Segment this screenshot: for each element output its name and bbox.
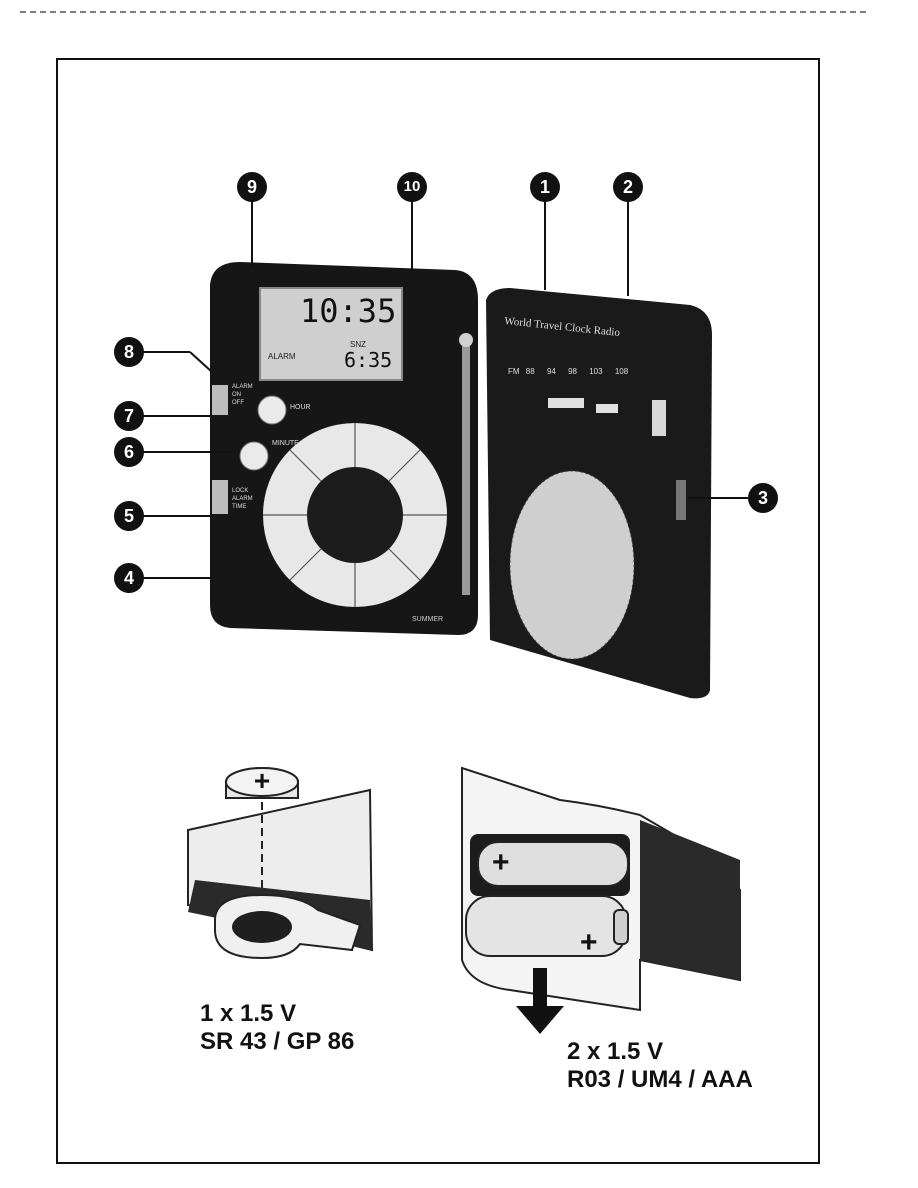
hour-button [257,395,287,425]
aaa-battery-diagram: + + [461,766,741,1034]
lcd-snz-label: SNZ [350,340,366,349]
alarm-switch [212,385,228,415]
lcd-display [259,287,403,381]
fm-scale: FM 88 94 98 103 108 [508,367,629,376]
volume-wheel [676,480,686,520]
clock-unit [210,262,478,635]
callout-3: 3 [748,483,778,513]
page-frame [56,58,820,1164]
hour-label: HOUR [290,404,311,411]
callout-2: 2 [613,172,643,202]
callout-9: 9 [237,172,267,202]
callout-6: 6 [114,437,144,467]
callout-leaders [142,200,748,579]
svg-text:+: + [492,846,510,879]
svg-text:+: + [580,926,598,959]
button-cell-caption: 1 x 1.5 V SR 43 / GP 86 [200,1000,355,1055]
speaker-grille [510,471,634,659]
summer-label: SUMMER [412,616,444,623]
minute-button [239,441,269,471]
minute-label: MINUTE [272,440,299,447]
callout-5: 5 [114,501,144,531]
antenna [462,340,470,595]
svg-text:+: + [254,765,270,796]
lock-switch [212,480,228,514]
radio-unit [486,288,712,699]
callout-4: 4 [114,563,144,593]
lcd-main-time: 10:35 [300,292,397,330]
lcd-alarm-time: 6:35 [344,348,393,372]
button-cell-diagram: + [187,765,374,960]
aaa-battery-caption: 2 x 1.5 V R03 / UM4 / AAA [567,1038,753,1093]
lock-switch-labels: LOCK ALARM TIME [232,488,253,510]
callout-1: 1 [530,172,560,202]
alarm-switch-labels: ALARM ON OFF [232,384,253,406]
callout-7: 7 [114,401,144,431]
lcd-alarm-label: ALARM [268,352,296,361]
radio-switch [652,400,666,436]
callout-10: 10 [397,172,427,202]
callout-8: 8 [114,337,144,367]
insert-arrow [516,1006,564,1034]
